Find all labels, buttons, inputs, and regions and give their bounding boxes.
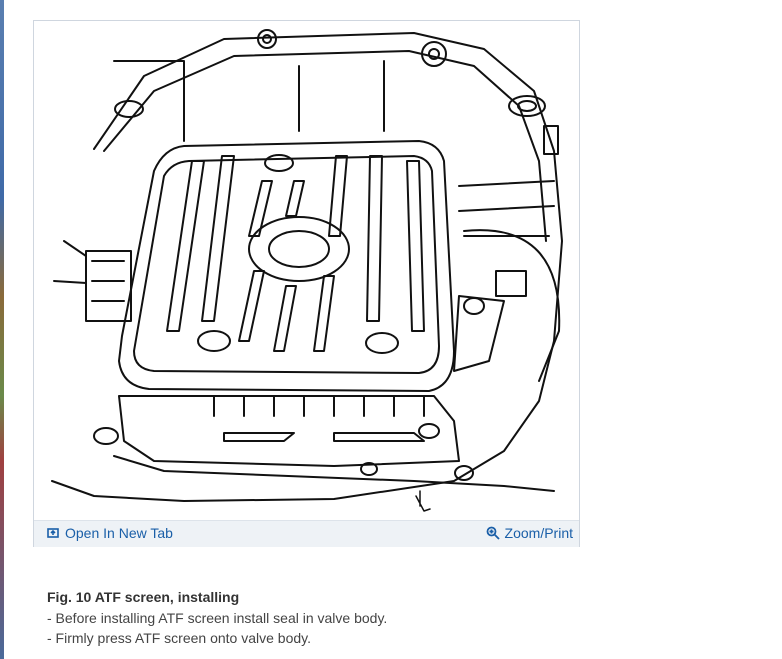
right-curve xyxy=(463,229,561,382)
right-bolt xyxy=(463,297,485,315)
screen-boss xyxy=(365,332,399,354)
housing-right-edge xyxy=(458,180,555,237)
valve-body-teeth xyxy=(213,395,425,417)
screen-slot xyxy=(285,180,305,217)
screen-center-hole xyxy=(268,230,330,268)
connector xyxy=(85,250,132,322)
screen-slot xyxy=(273,285,297,352)
figure-caption: Fig. 10 ATF screen, installing - Before … xyxy=(47,586,647,648)
screen-boss xyxy=(264,154,294,172)
screen-slot xyxy=(366,155,383,322)
bolt-hole xyxy=(257,29,277,49)
valve-body-lower xyxy=(113,455,555,492)
hand-cursor-icon xyxy=(415,490,431,512)
atf-screen-diagram xyxy=(34,21,579,519)
housing-outline xyxy=(51,32,563,502)
bolt-hole xyxy=(508,95,546,117)
valve-body-lever xyxy=(223,432,425,442)
screen-slot xyxy=(201,155,235,322)
screen-boss xyxy=(197,330,231,352)
screen-slot xyxy=(166,160,205,332)
open-new-tab-icon xyxy=(46,526,60,540)
screen-slot xyxy=(313,275,335,352)
valve-body-outline xyxy=(118,395,460,467)
right-bracket xyxy=(453,295,505,372)
atf-screen-outline xyxy=(118,140,455,392)
right-clip xyxy=(495,270,527,297)
caption-title: Fig. 10 ATF screen, installing xyxy=(47,589,240,605)
screen-center-boss xyxy=(248,216,350,282)
zoom-print-link[interactable]: Zoom/Print xyxy=(486,525,573,541)
housing-block xyxy=(543,125,559,155)
bolt-hole xyxy=(517,100,537,112)
connector-detail xyxy=(53,240,125,302)
valve-bolt xyxy=(418,423,440,439)
zoom-print-label: Zoom/Print xyxy=(504,525,573,541)
bolt-hole xyxy=(421,41,447,67)
bolt-hole xyxy=(114,100,144,118)
figure-toolbar: Open In New Tab Zoom/Print xyxy=(34,520,579,547)
open-in-new-tab-label: Open In New Tab xyxy=(65,525,173,541)
valve-bolt xyxy=(360,462,378,476)
screen-slot xyxy=(238,270,265,342)
zoom-magnifier-icon xyxy=(486,526,500,540)
atf-screen-inner xyxy=(133,155,440,374)
screen-slot xyxy=(406,160,425,332)
caption-line: - Before installing ATF screen install s… xyxy=(47,610,388,626)
left-edge-strip xyxy=(0,0,4,659)
figure-card: Open In New Tab Zoom/Print xyxy=(33,20,580,547)
housing-inner-edge xyxy=(103,50,547,242)
open-in-new-tab-link[interactable]: Open In New Tab xyxy=(46,525,173,541)
caption-line: - Firmly press ATF screen onto valve bod… xyxy=(47,630,312,646)
bolt-hole xyxy=(262,34,272,44)
screen-slot xyxy=(328,155,348,237)
screen-slot xyxy=(248,180,273,237)
housing-rib xyxy=(113,60,385,142)
valve-bolt xyxy=(454,465,474,481)
valve-bolt xyxy=(93,427,119,445)
bolt-hole xyxy=(428,48,440,60)
